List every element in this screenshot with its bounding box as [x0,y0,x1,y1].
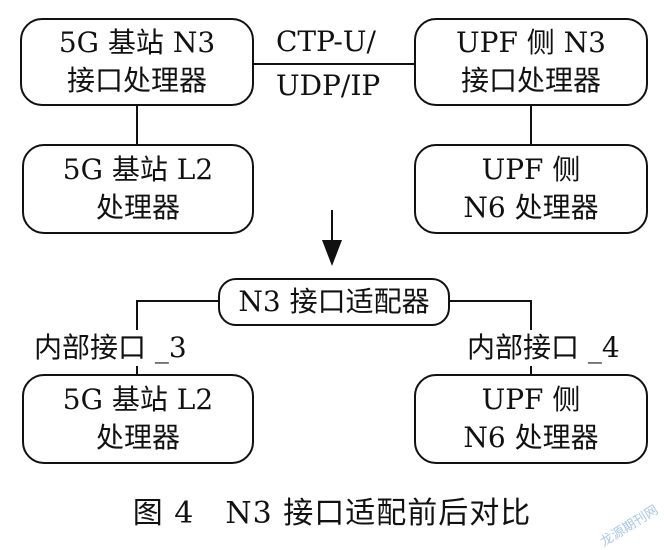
node-label-line1: 5G 基站 N3 [58,26,216,59]
node-label-line1: UPF 侧 [481,383,581,416]
link-protocol-label-line1: CTP-U/ [276,25,376,58]
node-5g-l2-processor-bottom: 5G 基站 L2 处理器 [22,374,254,464]
node-5g-l2-processor-top: 5G 基站 L2 处理器 [22,144,254,234]
node-n3-interface-adapter: N3 接口适配器 [218,278,450,326]
internal-interface-3-label: 内部接口 _3 [34,330,187,366]
node-5g-n3-interface-processor: 5G 基站 N3 接口处理器 [20,18,254,106]
node-label-line2: 接口处理器 [460,64,601,97]
node-upf-n6-processor-bottom: UPF 侧 N6 处理器 [414,374,648,464]
figure-caption: 图 4 N3 接口适配前后对比 [132,496,532,531]
node-label-line1: UPF 侧 [481,153,581,186]
node-label-line2: N6 处理器 [463,421,599,454]
node-label-line2: 处理器 [95,191,180,224]
connector-lines [136,63,532,376]
node-label-line2: N6 处理器 [463,191,599,224]
node-label-line1: 5G 基站 L2 [62,383,214,416]
node-label: N3 接口适配器 [238,285,430,318]
internal-interface-4-label: 内部接口 _4 [467,330,620,366]
transition-arrow-head [322,240,342,266]
node-label-line2: 处理器 [95,421,180,454]
node-label-line1: 5G 基站 L2 [62,153,214,186]
node-label-line2: 接口处理器 [66,64,207,97]
link-protocol-label-line2: UDP/IP [276,69,381,102]
node-upf-n3-interface-processor: UPF 侧 N3 接口处理器 [414,18,648,106]
node-label-line1: UPF 侧 N3 [456,26,606,59]
node-upf-n6-processor-top: UPF 侧 N6 处理器 [414,144,648,234]
